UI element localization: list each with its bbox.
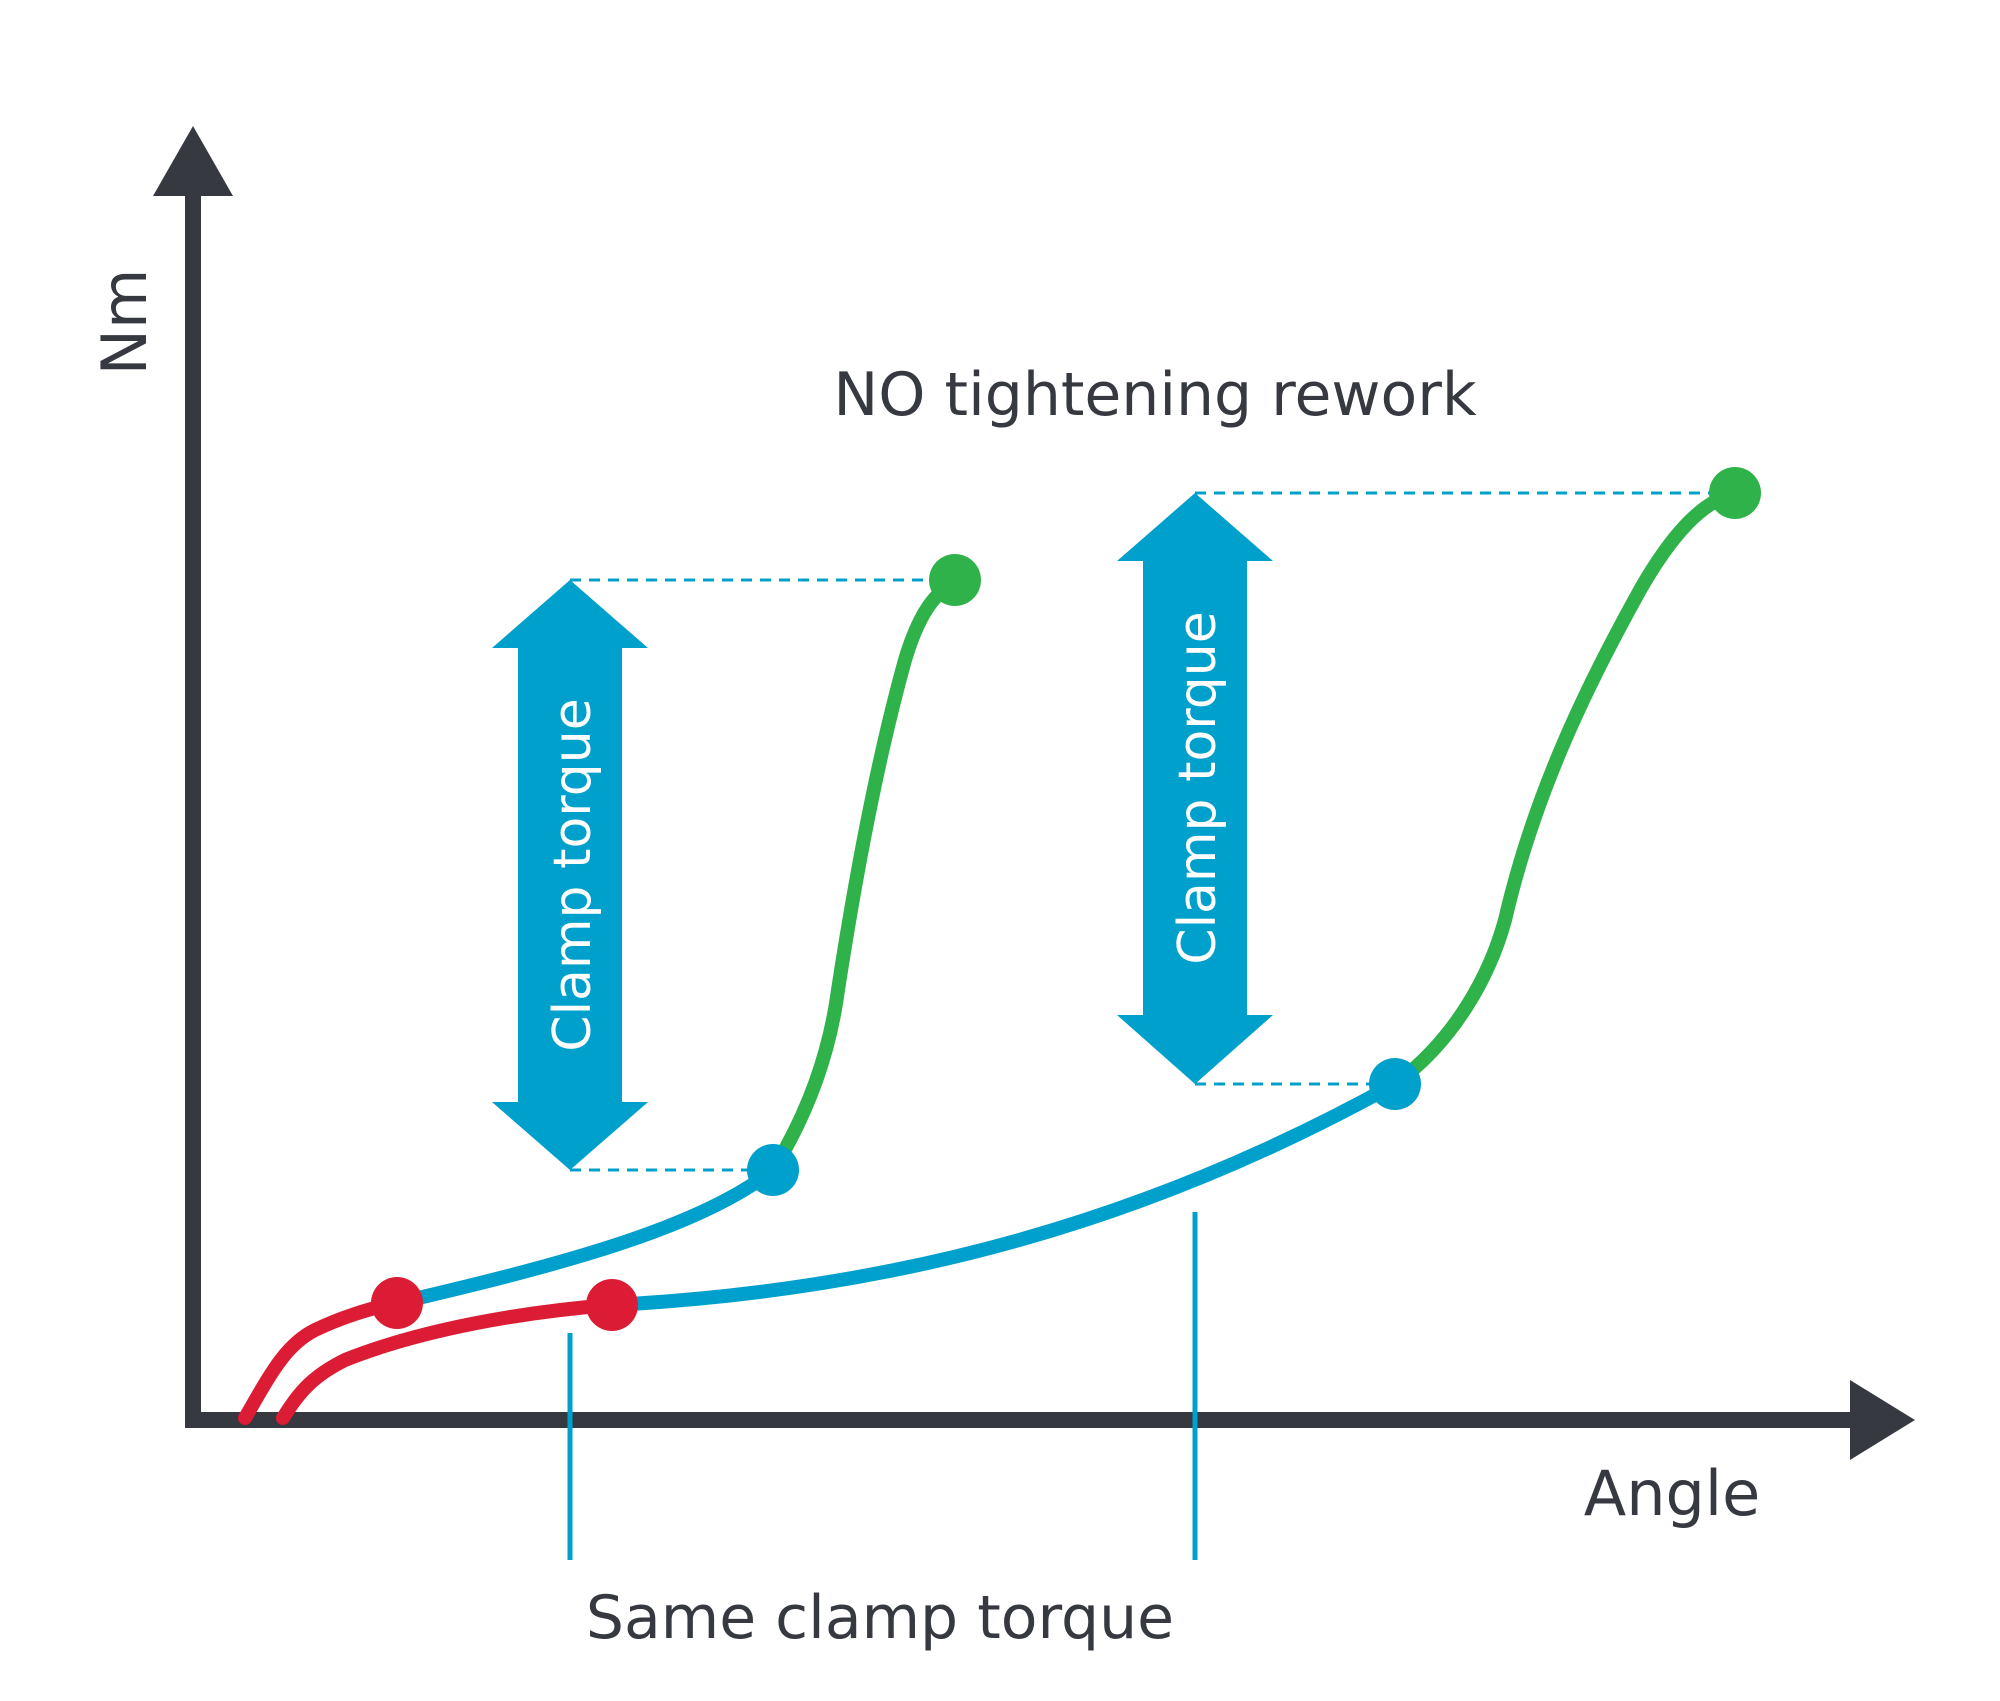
right-green-segment <box>1388 486 1742 1091</box>
right-arrow-label: Clamp torque <box>1168 611 1228 964</box>
right-clamp-torque-arrow: Clamp torque <box>1117 493 1273 1084</box>
x-axis-label: Angle <box>1584 1457 1760 1530</box>
left-blue-segment <box>390 1163 780 1310</box>
curve-points <box>371 467 1761 1331</box>
left-blue-point <box>747 1144 799 1196</box>
right-blue-segment <box>605 1077 1402 1312</box>
right-red-segment <box>276 1298 619 1425</box>
title-text: NO tightening rework <box>833 360 1477 430</box>
left-red-segment <box>238 1296 404 1425</box>
right-red-point <box>586 1279 638 1331</box>
left-green-segment <box>766 573 962 1177</box>
left-clamp-torque-arrow: Clamp torque <box>492 580 648 1170</box>
bottom-note-text: Same clamp torque <box>586 1583 1174 1653</box>
y-axis-label: Nm <box>88 269 161 376</box>
left-green-point <box>929 554 981 606</box>
right-arrow-shape <box>1117 493 1273 1084</box>
left-arrow-label: Clamp torque <box>543 698 603 1051</box>
axes <box>153 126 1915 1460</box>
x-axis-arrowhead <box>1850 1380 1915 1460</box>
y-axis-arrowhead <box>153 126 233 196</box>
left-arrow-shape <box>492 580 648 1170</box>
right-blue-point <box>1369 1058 1421 1110</box>
left-tightening-curve <box>238 573 962 1425</box>
right-tightening-curve <box>276 486 1742 1425</box>
dashed-reference-lines <box>570 491 1735 1172</box>
left-red-point <box>371 1277 423 1329</box>
right-green-point <box>1709 467 1761 519</box>
